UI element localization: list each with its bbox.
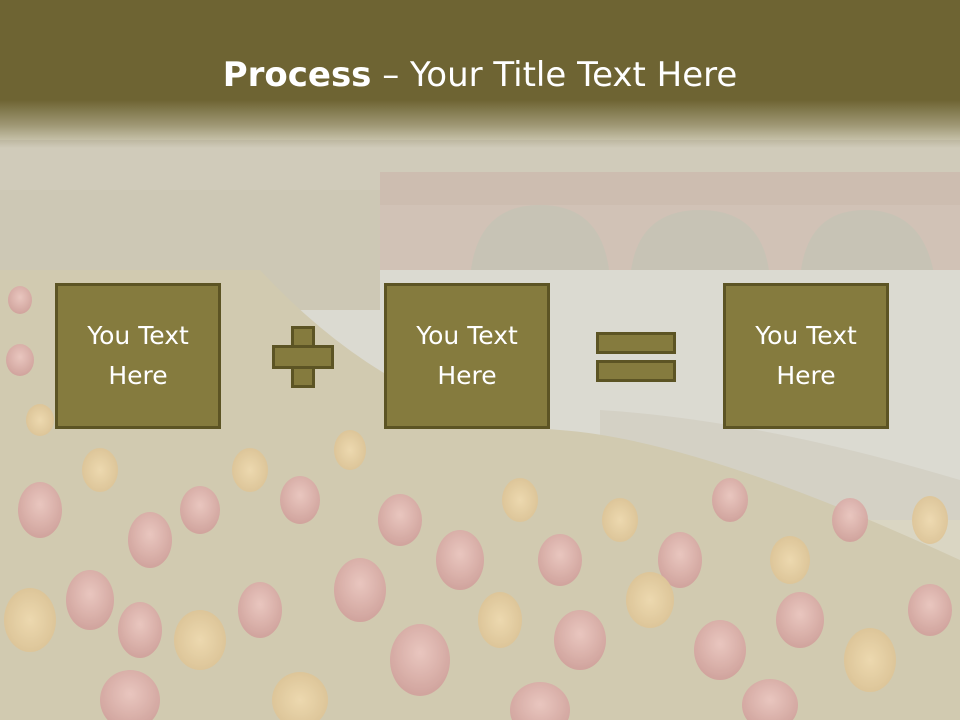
title-bold: Process: [222, 55, 372, 95]
equals-bottom-bar: [596, 360, 676, 382]
process-box-3-text: You Text Here: [755, 321, 857, 390]
title-bar: [0, 0, 960, 148]
process-box-1-text: You Text Here: [87, 321, 189, 390]
process-box-1[interactable]: You Text Here: [55, 283, 221, 429]
slide-title[interactable]: Process – Your Title Text Here: [0, 52, 960, 98]
process-box-3[interactable]: You Text Here: [723, 283, 889, 429]
process-box-2-text: You Text Here: [416, 321, 518, 390]
title-rest: – Your Title Text Here: [371, 55, 738, 95]
equals-top-bar: [596, 332, 676, 354]
process-box-2[interactable]: You Text Here: [384, 283, 550, 429]
plus-center: [294, 348, 312, 366]
